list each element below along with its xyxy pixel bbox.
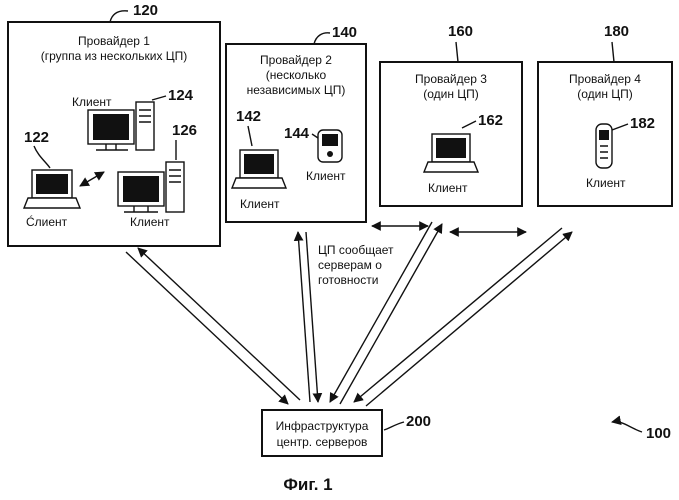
laptop-icon xyxy=(24,170,80,208)
provider-1-title: Провайдер 1 xyxy=(78,34,150,48)
provider-1-subtitle: (группа из нескольких ЦП) xyxy=(41,49,188,63)
ref-126: 126 xyxy=(172,122,197,139)
provider-4-subtitle: (один ЦП) xyxy=(577,87,633,101)
ref-142: 142 xyxy=(236,108,261,125)
ref-100: 100 xyxy=(646,425,671,442)
ref-162: 162 xyxy=(478,112,503,129)
annotation-line-2: серверам о xyxy=(318,258,382,272)
ref-124: 124 xyxy=(168,87,194,104)
client-122-label: Ćлиент xyxy=(26,214,68,229)
pda-device-icon xyxy=(318,130,342,162)
leader-120 xyxy=(110,11,128,22)
client-182-label: Клиент xyxy=(586,176,626,190)
client-144-label: Клиент xyxy=(306,169,346,183)
infrastructure-title: Инфраструктура xyxy=(276,419,369,433)
provider-3-title: Провайдер 3 xyxy=(415,72,487,86)
arrow-100 xyxy=(612,422,642,432)
leader-160 xyxy=(456,42,458,62)
mobile-phone-icon xyxy=(596,124,612,168)
provider-2-title: Провайдер 2 xyxy=(260,53,332,67)
ref-182: 182 xyxy=(630,115,655,132)
leader-140 xyxy=(314,33,330,44)
ref-140: 140 xyxy=(332,24,357,41)
client-124-label: Клиент xyxy=(72,95,112,109)
infrastructure-box xyxy=(262,410,382,456)
leader-200 xyxy=(384,422,404,430)
laptop-icon xyxy=(424,134,478,172)
client-142-label: Клиент xyxy=(240,197,280,211)
links-provider-2 xyxy=(298,232,318,402)
provider-2-subtitle-1: (несколько xyxy=(266,68,327,82)
annotation-line-1: ЦП сообщает xyxy=(318,243,394,257)
laptop-icon xyxy=(232,150,286,188)
ref-160: 160 xyxy=(448,23,473,40)
figure-caption: Фиг. 1 xyxy=(283,475,332,494)
ref-120: 120 xyxy=(133,2,158,19)
links-provider-1 xyxy=(126,248,300,404)
annotation-line-3: готовности xyxy=(318,273,378,287)
ref-144: 144 xyxy=(284,125,310,142)
infrastructure-subtitle: центр. серверов xyxy=(277,435,368,449)
provider-4-title: Провайдер 4 xyxy=(569,72,641,86)
ref-200: 200 xyxy=(406,413,431,430)
provider-2-subtitle-2: независимых ЦП) xyxy=(247,83,346,97)
ref-122: 122 xyxy=(24,129,49,146)
client-162-label: Клиент xyxy=(428,181,468,195)
leader-180 xyxy=(612,42,614,62)
client-126-label: Клиент xyxy=(130,215,170,229)
provider-3-subtitle: (один ЦП) xyxy=(423,87,479,101)
ref-180: 180 xyxy=(604,23,629,40)
